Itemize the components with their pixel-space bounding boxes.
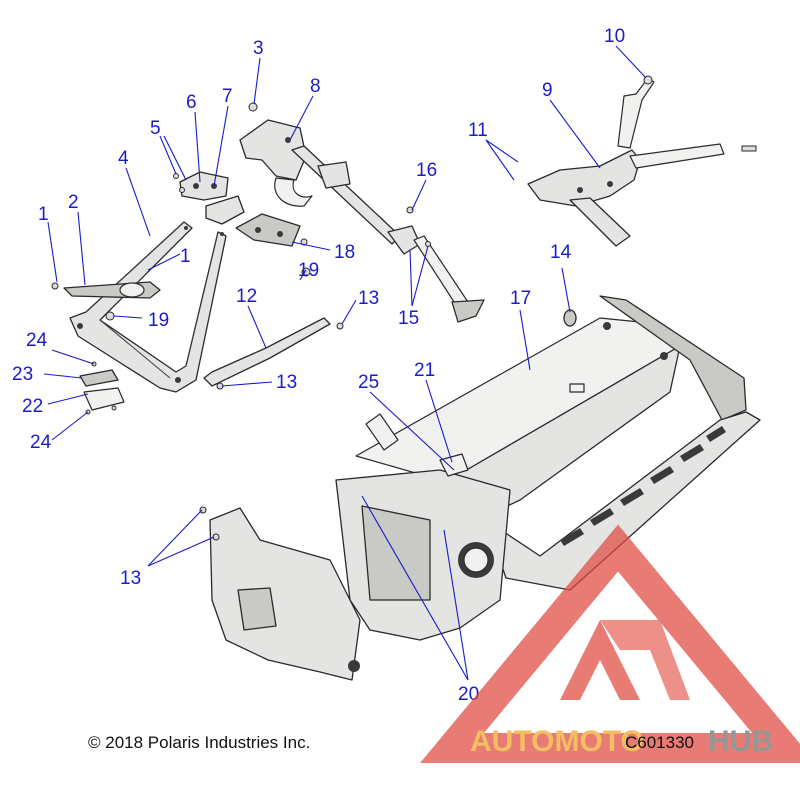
callout-17: 17 [510,288,531,309]
callout-12: 12 [236,286,257,307]
callout-5: 5 [150,118,161,139]
callout-2: 2 [68,192,79,213]
callout-24-upper: 24 [26,330,48,351]
handlebar-support-assembly [527,75,757,247]
callout-13-upper: 13 [358,288,379,309]
leader-lines [43,45,647,681]
callout-10: 10 [604,26,625,47]
copyright-text: © 2018 Polaris Industries Inc. [88,733,311,752]
tie-rod [203,317,344,390]
callout-18: 18 [334,242,355,263]
callout-19-upper: 19 [298,260,319,281]
callout-23: 23 [12,364,33,385]
callout-16: 16 [416,160,437,181]
callout-7: 7 [222,86,233,107]
callout-13-mid: 13 [276,372,297,393]
callout-15: 15 [398,308,419,329]
callout-13-lower: 13 [120,568,141,589]
callout-20: 20 [458,684,479,705]
callout-11: 11 [468,120,488,141]
callout-6: 6 [186,92,197,113]
callout-1-right: 1 [180,246,191,267]
callout-24-lower: 24 [30,432,52,453]
small-plates [79,361,125,415]
bumper-pad [563,309,577,327]
callout-3: 3 [253,38,264,59]
callout-21: 21 [414,360,435,381]
drawing-number: C601330 [625,733,695,752]
callout-1: 1 [38,204,49,225]
callout-22: 22 [22,396,43,417]
steering-brackets [105,171,311,321]
front-left-frame-assembly [51,221,227,393]
steering-post-assembly [239,102,485,323]
callout-4: 4 [118,148,129,169]
callout-8: 8 [310,76,321,97]
callout-19-lower: 19 [148,310,169,331]
callout-labels: 1 2 4 5 6 7 3 8 10 9 11 16 1 18 19 19 12… [12,26,625,705]
callout-9: 9 [542,80,553,101]
callout-14: 14 [550,242,572,263]
callout-25: 25 [358,372,379,393]
